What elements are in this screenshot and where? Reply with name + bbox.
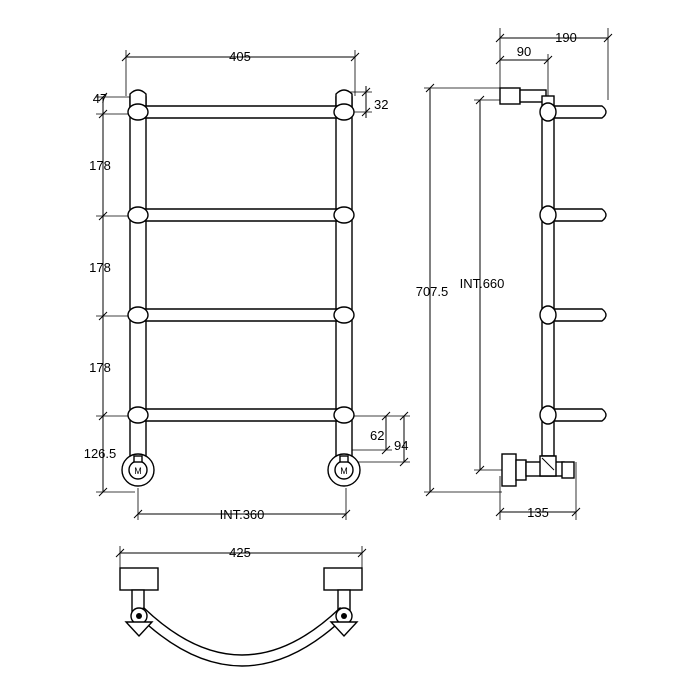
- curved-rail: [132, 607, 352, 667]
- valve-depth-label: 135: [527, 505, 549, 520]
- side-view: 190 90 707.5 INT.660 13: [416, 28, 613, 520]
- rail: [127, 406, 355, 424]
- spacing-2-label: 178: [89, 260, 111, 275]
- wall-offset-label: 90: [517, 44, 531, 59]
- top-width-label: 425: [229, 545, 251, 560]
- inner-height-dimension: INT.660: [460, 95, 540, 475]
- left-upright: [129, 96, 147, 460]
- left-dimension-chain: 47 178 178 178 126.5: [84, 91, 140, 497]
- side-rail: [539, 305, 607, 325]
- spacing-1-label: 178: [89, 158, 111, 173]
- width-label: 405: [229, 49, 251, 64]
- inner-width-dimension: INT.360: [133, 488, 351, 522]
- side-valve: [501, 453, 575, 487]
- rail: [127, 103, 355, 121]
- right-top-valve: [329, 607, 359, 638]
- height-dimension: 707.5: [416, 83, 502, 497]
- spacing-3-label: 178: [89, 360, 111, 375]
- bottom-right-dimensions: 62 94: [352, 411, 410, 467]
- depth-dimensions: 190 90: [495, 28, 613, 100]
- left-top-cap: [129, 89, 147, 109]
- wall-bracket: [499, 87, 521, 105]
- inner-width-label: INT.360: [220, 507, 265, 522]
- right-upright: [335, 96, 353, 460]
- top-width-dimension: 425: [115, 545, 367, 572]
- inner-height-label: INT.660: [460, 276, 505, 291]
- depth-label: 190: [555, 30, 577, 45]
- height-label: 707.5: [416, 284, 449, 299]
- top-view: 425: [115, 545, 367, 667]
- left-top-valve: [124, 607, 154, 638]
- side-rail: [539, 405, 607, 425]
- bottom-offset-label: 126.5: [84, 446, 117, 461]
- right-valve: M: [327, 453, 361, 487]
- valve-offset-label: 62: [370, 428, 384, 443]
- width-dimension: 405: [121, 49, 360, 96]
- cap-height-label: 32: [374, 97, 388, 112]
- cap-height-dimension: 32: [350, 86, 388, 118]
- valve-depth-dimension: 135: [495, 462, 581, 520]
- front-view: 405 47 178 178 178 126.5: [84, 49, 410, 522]
- svg-text:M: M: [134, 466, 142, 476]
- side-upright: [541, 95, 555, 457]
- right-wall-bracket: [323, 567, 363, 591]
- floor-flange: [501, 453, 517, 487]
- left-wall-bracket: [119, 567, 159, 591]
- rail: [127, 306, 355, 324]
- side-rail: [539, 205, 607, 225]
- side-rail: [539, 102, 607, 122]
- rail: [127, 206, 355, 224]
- top-offset-label: 47: [93, 91, 107, 106]
- svg-text:M: M: [340, 466, 348, 476]
- right-top-cap: [335, 89, 353, 109]
- left-valve: M: [121, 453, 155, 487]
- bottom-height-label: 94: [394, 438, 408, 453]
